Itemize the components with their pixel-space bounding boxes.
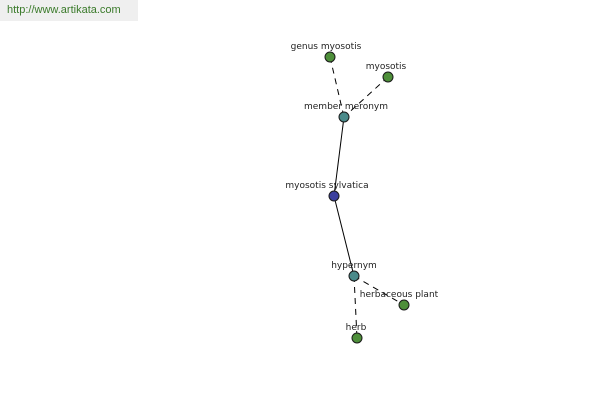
node-label-genus-myosotis[interactable]: genus myosotis [291, 42, 362, 52]
node-herbaceous-plant[interactable] [398, 299, 410, 311]
node-herb[interactable] [351, 332, 363, 344]
node-label-herb[interactable]: herb [346, 323, 367, 333]
node-member-meronym[interactable] [338, 111, 350, 123]
node-myosotis-sylvatica[interactable] [328, 190, 340, 202]
edge-hypernym-herbaceous-plant [353, 275, 405, 306]
node-myosotis[interactable] [382, 71, 394, 83]
node-label-hypernym[interactable]: hypernym [331, 261, 377, 271]
node-label-herbaceous-plant[interactable]: herbaceous plant [360, 290, 439, 300]
node-genus-myosotis[interactable] [324, 51, 336, 63]
watermark-link[interactable]: http://www.artikata.com [0, 0, 138, 21]
edge-myosotis-sylvatica-hypernym [333, 195, 355, 277]
edge-member-meronym-myosotis-sylvatica [333, 116, 345, 197]
node-hypernym[interactable] [348, 270, 360, 282]
edge-myosotis-member-meronym [343, 76, 389, 118]
node-label-myosotis[interactable]: myosotis [366, 62, 407, 72]
node-label-myosotis-sylvatica[interactable]: myosotis sylvatica [285, 181, 368, 191]
node-label-member-meronym[interactable]: member meronym [304, 102, 388, 112]
